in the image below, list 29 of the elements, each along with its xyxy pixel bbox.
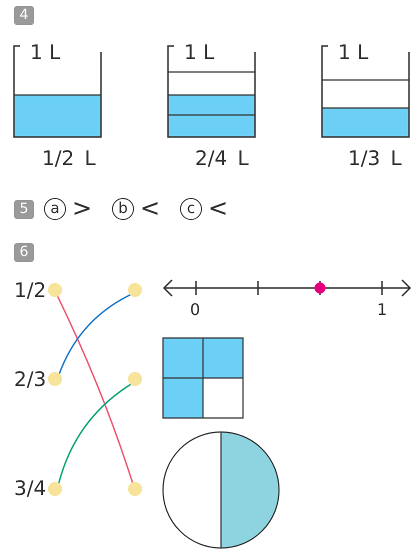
comparison-sign: > [72,196,92,220]
fraction-label: 1/2 [14,277,46,304]
fraction-label: 2/4 L [195,145,249,172]
comparison-sign: < [208,196,228,220]
capacity-label: 1 L [30,42,60,62]
matching-dot [48,482,62,496]
fraction-label: 1/2 L [42,145,96,172]
tick-label: 0 [190,300,200,320]
fraction-label: 1/3 L [348,145,402,172]
matching-dot [48,372,62,386]
matching-dot [128,372,142,386]
matching-line [56,295,134,484]
capacity-label: 1 L [338,42,368,62]
question-number: 4 [14,6,34,25]
circled-letter: c [180,198,202,220]
matching-dot [128,482,142,496]
fraction-label: 3/4 [14,475,46,502]
comparison-sign: < [140,196,160,220]
circled-letter: b [112,198,134,220]
fraction-label: 2/3 [14,366,46,393]
matching-line [58,294,132,375]
capacity-label: 1 L [184,42,214,62]
tick-label: 1 [377,300,388,320]
matching-line [58,383,132,484]
circled-letter: a [44,198,66,220]
question-number: 5 [14,200,34,219]
question-number: 6 [14,243,34,262]
matching-dot [48,283,62,297]
matching-dot [128,283,142,297]
